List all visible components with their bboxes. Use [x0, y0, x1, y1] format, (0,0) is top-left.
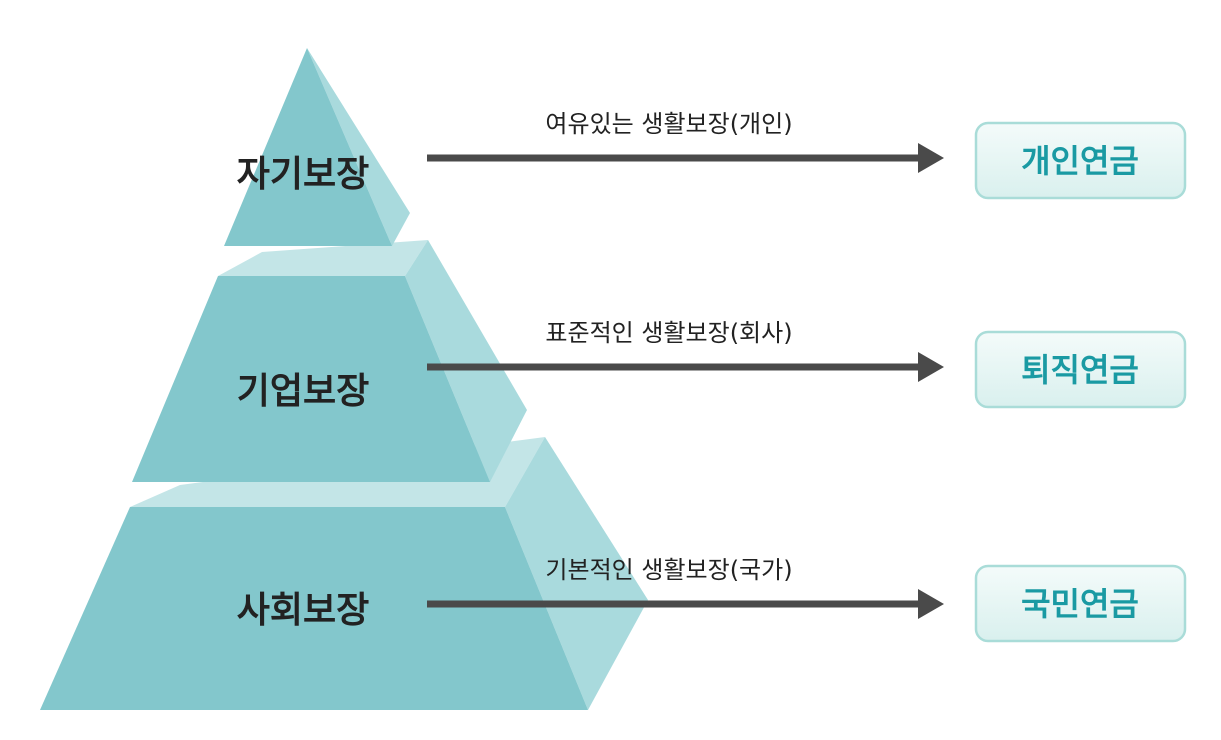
national-pension-box: 국민연금: [974, 564, 1187, 643]
pyramid-tier-top-side-face: [307, 48, 410, 246]
caption-corporate: 표준적인 생활보장(회사): [545, 319, 792, 347]
pyramid-tier-top-front-face: [224, 48, 392, 246]
arrow-corporate-to-retirement-pension: [427, 352, 944, 382]
arrow-head-icon: [918, 352, 944, 382]
national-pension-label: 국민연금: [1021, 585, 1139, 623]
tier-label-corporate: 기업보장: [237, 371, 369, 412]
pyramid-tier-bottom-front-face: [40, 507, 588, 710]
arrow-head-icon: [918, 143, 944, 173]
box-frame: [974, 564, 1187, 643]
arrow-self-to-private-pension: [427, 143, 944, 173]
pyramid-tier-middle-side-face: [405, 240, 527, 482]
private-pension-label: 개인연금: [1021, 142, 1139, 180]
private-pension-box: 개인연금: [974, 121, 1187, 200]
caption-social: 기본적인 생활보장(국가): [545, 556, 792, 584]
pyramid-tier-middle: [132, 240, 527, 482]
box-frame: [974, 330, 1187, 409]
retirement-pension-label: 퇴직연금: [1021, 351, 1139, 389]
arrow-head-icon: [918, 589, 944, 619]
tier-label-social: 사회보장: [237, 590, 369, 631]
pyramid-tier-middle-front-face: [132, 276, 490, 482]
caption-self: 여유있는 생활보장(개인): [545, 110, 792, 138]
tier-label-self: 자기보장: [237, 154, 369, 195]
box-frame: [974, 121, 1187, 200]
pyramid-tier-middle-top-face: [218, 240, 428, 276]
arrow-social-to-national-pension: [427, 589, 944, 619]
retirement-pension-box: 퇴직연금: [974, 330, 1187, 409]
pyramid-tier-bottom-side-face: [505, 437, 648, 710]
pyramid-tier-top: [224, 48, 410, 246]
